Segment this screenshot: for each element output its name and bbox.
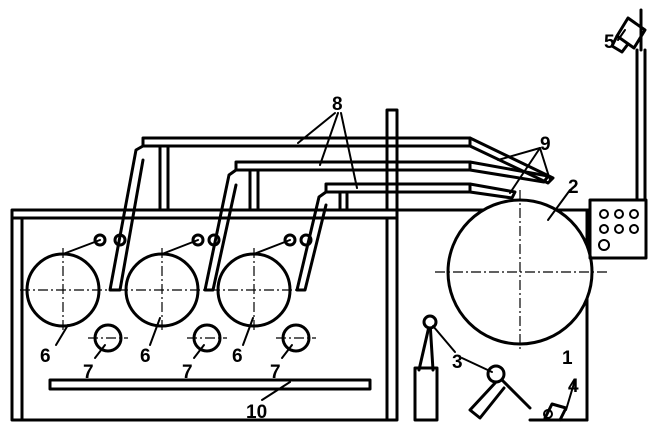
drum-group-c	[210, 233, 316, 353]
label-roller-c: 7	[270, 362, 281, 383]
guide-rails	[108, 136, 472, 292]
leader-lines	[55, 29, 626, 411]
label-drum-b: 6	[140, 346, 151, 367]
label-guides: 8	[332, 94, 343, 115]
label-tray: 10	[246, 402, 267, 423]
drum-group-a	[20, 233, 128, 353]
drive-unit	[528, 402, 589, 422]
tray	[48, 378, 372, 391]
tensioner	[413, 314, 532, 422]
label-tensioner: 3	[452, 352, 463, 373]
label-drum-c: 6	[232, 346, 243, 367]
control-panel	[588, 198, 648, 260]
tank-housing	[10, 208, 399, 422]
label-light: 5	[604, 32, 615, 53]
main-drum	[435, 190, 610, 352]
label-roller-a: 7	[83, 362, 94, 383]
label-outlets: 9	[540, 134, 551, 155]
drum-group-b	[118, 233, 227, 353]
light-fixture	[610, 8, 647, 54]
label-roller-b: 7	[182, 362, 193, 383]
label-drum-a: 6	[40, 346, 51, 367]
central-post	[385, 108, 399, 212]
label-drive: 4	[568, 376, 579, 397]
label-main-drum: 2	[568, 177, 579, 198]
label-frame: 1	[562, 348, 573, 369]
